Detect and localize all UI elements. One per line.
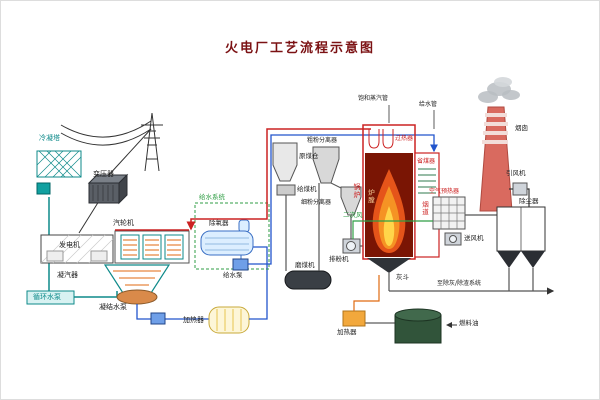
ash-removal-line: [388, 268, 553, 291]
condenser-unit: [103, 264, 171, 305]
circulating-pump-label: 循环水泵: [33, 293, 61, 301]
flue-label: 烟道: [420, 201, 429, 216]
chimney-label: 烟囱: [515, 124, 528, 132]
air-preheater-label: 空气预热器: [429, 188, 460, 195]
coarse-separator-label: 粗粉分离器: [307, 137, 338, 144]
feed-pump-label: 给水泵: [223, 271, 243, 279]
saturated-steam-pipe-label: 饱和蒸汽管: [358, 95, 389, 102]
coal-mill-label: 磨煤机: [295, 261, 315, 269]
main-steam-line: [186, 128, 371, 231]
hot-air-line: [352, 220, 433, 239]
condensate-pump-label: 凝结水泵: [99, 303, 127, 311]
ash-hopper-label: 灰斗: [396, 273, 409, 281]
boiler-label: 锅炉: [353, 183, 361, 199]
lp-heater-label: 加热器: [183, 316, 204, 324]
chimney-stack: [478, 77, 520, 212]
generator-unit: [40, 234, 114, 264]
induced-draft-fan-label: 引风机: [506, 169, 526, 177]
diagram-title: 火电厂工艺流程示意图: [224, 41, 375, 56]
coal-system: [272, 142, 363, 290]
deaerator-group: [194, 202, 270, 271]
economizer-label: 省煤器: [417, 158, 436, 165]
ash-removal-system-label: 至除灰/除渣系统: [437, 280, 482, 287]
water-system-label: 给水系统: [199, 193, 225, 201]
secondary-air-label: 二次风: [343, 211, 363, 219]
fuel-oil-label: 燃料油: [459, 319, 479, 327]
condensate-line: [136, 246, 268, 334]
boiler-ash-hopper: [367, 258, 411, 273]
generator-label: 发电机: [59, 241, 80, 249]
superheater-label: 过热器: [395, 135, 414, 142]
feedwater-line: [248, 134, 438, 265]
transformer-label: 变压器: [93, 170, 114, 178]
boiler-unit: [362, 124, 440, 273]
coal-feeder-label: 给煤机: [297, 185, 317, 193]
fuel-oil-system: [342, 275, 457, 344]
dust-collector-label: 除尘器: [519, 197, 539, 205]
cooling-tower: [36, 150, 82, 195]
forced-draft-fan-label: 送风机: [464, 234, 484, 242]
cooling-tower-label: 冷凝塔: [39, 134, 60, 142]
circulating-pump-box: [26, 290, 75, 305]
dust-collector-unit: [496, 182, 546, 268]
exhaust-fan-label: 排粉机: [329, 255, 349, 263]
fine-separator-label: 细粉分离器: [301, 199, 332, 206]
turbine-label: 汽轮机: [113, 219, 134, 227]
air-preheater-unit: [432, 196, 466, 246]
coal-bunker-label: 原煤仓: [299, 152, 319, 160]
furnace-label: 炉膛: [366, 189, 375, 204]
deaerator-label: 除氧器: [209, 219, 229, 227]
steam-turbine-unit: [114, 229, 190, 264]
feedwater-pipe-label: 给水管: [419, 101, 438, 108]
condenser-label: 凝汽器: [57, 271, 78, 279]
fuel-heater-label: 加热器: [337, 328, 357, 336]
transformer-unit: [87, 173, 129, 205]
